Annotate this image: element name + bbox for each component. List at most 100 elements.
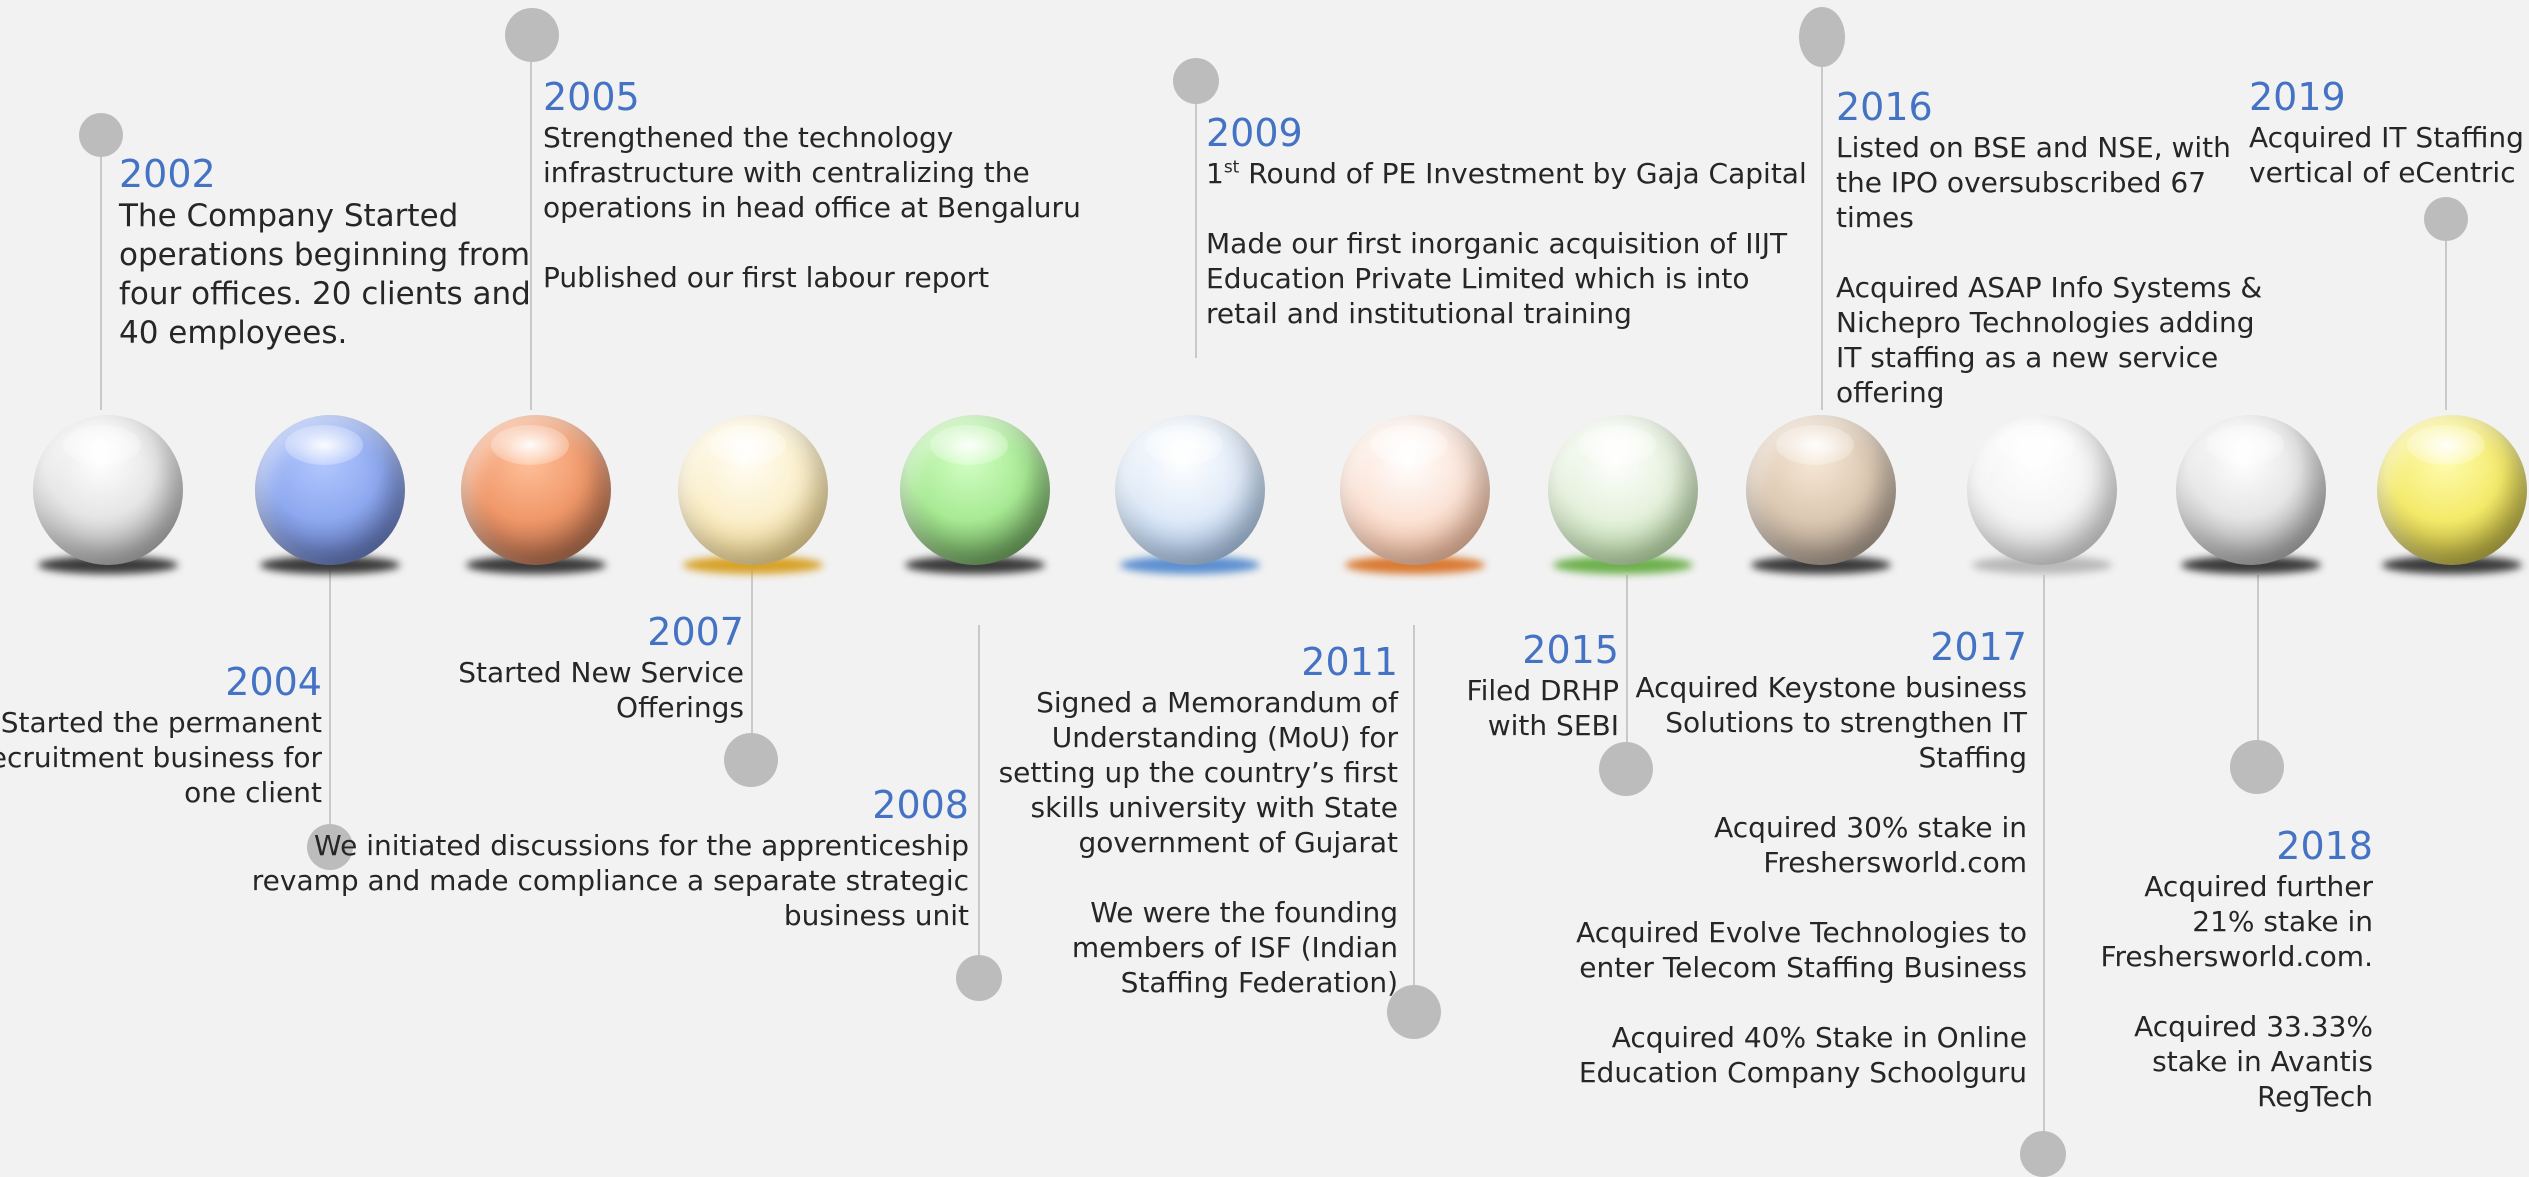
milestone-2017: 2017 Acquired Keystone business Solution…	[1576, 624, 2027, 1090]
timeline-sphere-2018	[2176, 415, 2326, 565]
milestone-text-line: 21% stake in	[2192, 905, 2373, 938]
connector-dot-2007	[724, 733, 778, 787]
milestone-text-line: Staffing	[1918, 741, 2028, 774]
connector-2002	[100, 135, 102, 410]
milestone-text-line: Offerings	[616, 691, 744, 724]
connector-2004	[329, 565, 331, 847]
milestone-text-line: Solutions to strengthen IT	[1665, 706, 2027, 739]
sphere-shadow	[905, 556, 1045, 574]
timeline-sphere-2019	[2377, 415, 2527, 565]
milestone-text-line: skills university with State	[1030, 791, 1398, 824]
milestone-text-line: Signed a Memorandum of	[1036, 686, 1398, 719]
milestone-text-line: enter Telecom Staffing Business	[1579, 951, 2027, 984]
milestone-2005: 2005 Strengthened the technology infrast…	[543, 74, 1081, 295]
milestone-text-line: Education Company Schoolguru	[1578, 1056, 2027, 1089]
connector-dot-2008	[956, 955, 1002, 1001]
milestone-2008: 2008 We initiated discussions for the ap…	[252, 782, 969, 933]
milestone-text-line: We were the founding	[1090, 896, 1398, 929]
milestone-text-line: operations in head office at Bengaluru	[543, 191, 1081, 224]
milestone-text-line: Acquired 33.33%	[2134, 1010, 2373, 1043]
milestone-text-line: Started New Service	[458, 656, 744, 689]
milestone-text-line: Strengthened the technology	[543, 121, 954, 154]
milestone-text-line: Round of PE Investment by Gaja Capital	[1239, 157, 1807, 190]
connector-dot-2002	[79, 113, 123, 157]
timeline-sphere-2016	[1746, 415, 1896, 565]
milestone-text-line: Acquired further	[2144, 870, 2373, 903]
milestone-text-line: Acquired IT Staffing	[2249, 121, 2524, 154]
milestone-text-line: Nichepro Technologies adding	[1836, 306, 2255, 339]
timeline-sphere-2002	[33, 415, 183, 565]
connector-dot-2005	[505, 8, 559, 62]
timeline-sphere-2008	[900, 415, 1050, 565]
milestone-text-line: business unit	[783, 899, 969, 932]
milestone-text-line: Understanding (MoU) for	[1051, 721, 1398, 754]
timeline-sphere-2011	[1340, 415, 1490, 565]
connector-2018	[2257, 575, 2259, 767]
milestone-text-line: vertical of eCentric	[2249, 156, 2516, 189]
sphere-shadow	[1553, 556, 1693, 574]
milestone-text-line: Acquired Keystone business	[1635, 671, 2027, 704]
milestone-year: 2017	[1930, 625, 2027, 669]
milestone-2018: 2018 Acquired further 21% stake in Fresh…	[2100, 823, 2373, 1114]
connector-2019	[2445, 215, 2447, 410]
timeline-sphere-2004	[255, 415, 405, 565]
milestone-2007: 2007 Started New Service Offerings	[458, 609, 744, 725]
milestone-text-line: Started the permanent	[0, 706, 322, 739]
milestone-text-line: Acquired 40% Stake in Online	[1611, 1021, 2027, 1054]
milestone-text-line: Staffing Federation)	[1120, 966, 1398, 999]
milestone-text-line: 40 employees.	[119, 315, 348, 351]
connector-dot-2004	[307, 824, 353, 870]
milestone-text-line: one client	[184, 776, 322, 809]
connector-dot-2018	[2230, 740, 2284, 794]
milestone-ordinal-suffix: st	[1223, 157, 1240, 178]
connector-dot-2009	[1173, 58, 1219, 104]
milestone-text-line: recruitment business for	[0, 741, 322, 774]
sphere-shadow	[1345, 556, 1485, 574]
milestone-text-line: Freshersworld.com.	[2100, 940, 2373, 973]
milestone-year: 2005	[543, 75, 640, 119]
milestone-2004: 2004 Started the permanent recruitment b…	[0, 659, 322, 810]
milestone-year: 2007	[647, 610, 744, 654]
milestone-text-line: We initiated discussions for the apprent…	[314, 829, 969, 862]
milestone-text-line: Acquired Evolve Technologies to	[1576, 916, 2027, 949]
milestone-2015: 2015 Filed DRHP with SEBI	[1467, 627, 1619, 743]
milestone-year: 2002	[119, 152, 216, 196]
milestone-text-line: stake in Avantis	[2152, 1045, 2373, 1078]
milestone-text-line: operations beginning from	[119, 237, 531, 273]
milestone-text-line: government of Gujarat	[1078, 826, 1398, 859]
milestone-year: 2019	[2249, 75, 2346, 119]
milestone-text-line: setting up the country’s first	[998, 756, 1398, 789]
milestone-2016: 2016 Listed on BSE and NSE, with the IPO…	[1836, 84, 2262, 410]
milestone-text-line: Listed on BSE and NSE, with	[1836, 131, 2231, 164]
milestone-text-line: revamp and made compliance a separate st…	[251, 864, 969, 897]
milestone-year: 2008	[872, 783, 969, 827]
milestone-text-line: Acquired 30% stake in	[1714, 811, 2027, 844]
connector-dot-2019	[2424, 197, 2468, 241]
timeline-sphere-2017	[1967, 415, 2117, 565]
sphere-shadow	[1751, 556, 1891, 574]
milestone-text-line: offering	[1836, 376, 1945, 409]
milestone-2011: 2011 Signed a Memorandum of Understandin…	[999, 639, 1398, 1000]
milestone-text-line: RegTech	[2257, 1080, 2373, 1113]
milestone-year: 2016	[1836, 85, 1933, 129]
sphere-shadow	[1972, 556, 2112, 574]
milestone-year: 2009	[1206, 111, 1303, 155]
connector-dot-2017	[2020, 1131, 2066, 1177]
milestone-text-line: IT staffing as a new service	[1836, 341, 2219, 374]
connector-2005	[530, 35, 532, 410]
milestone-text-line: Freshersworld.com	[1763, 846, 2027, 879]
milestone-text-line: infrastructure with centralizing the	[543, 156, 1030, 189]
sphere-shadow	[2181, 556, 2321, 574]
milestone-text-line: The Company Started	[119, 198, 459, 234]
timeline-sphere-2007	[678, 415, 828, 565]
connector-dot-2011	[1387, 985, 1441, 1039]
milestone-text-line: retail and institutional training	[1206, 297, 1632, 330]
sphere-shadow	[38, 556, 178, 574]
milestone-text-line: times	[1836, 201, 1914, 234]
connector-dot-2016	[1799, 7, 1845, 67]
sphere-shadow	[2382, 556, 2522, 574]
timeline-sphere-2015	[1548, 415, 1698, 565]
milestone-2009: 2009 1st Round of PE Investment by Gaja …	[1206, 110, 1807, 331]
sphere-shadow	[683, 556, 823, 574]
connector-2016	[1821, 40, 1823, 410]
